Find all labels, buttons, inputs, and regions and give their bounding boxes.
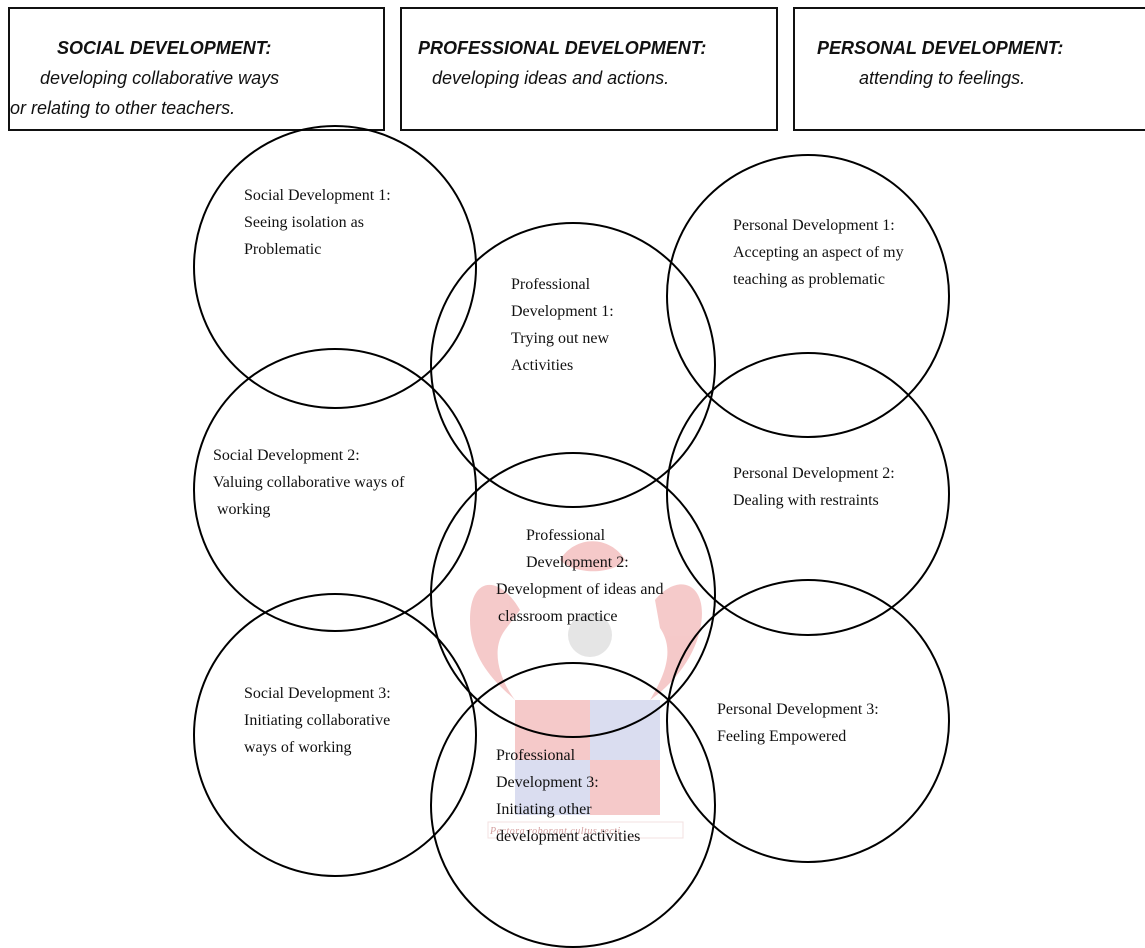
label-professional-2-line1: Professional <box>526 527 606 544</box>
circle-social-3 <box>193 593 477 877</box>
header-title-personal: PERSONAL DEVELOPMENT: <box>817 38 1064 58</box>
label-professional-3-line1: Professional <box>496 747 576 764</box>
label-professional-3-line3: Initiating other <box>496 801 592 818</box>
header-box-professional: PROFESSIONAL DEVELOPMENT: developing ide… <box>400 7 778 131</box>
label-professional-2-line4: classroom practice <box>498 608 618 625</box>
label-personal-1-line1: Personal Development 1: <box>733 217 895 234</box>
crest-top-plume <box>560 541 625 572</box>
label-social-3: Social Development 3: Initiating collabo… <box>244 680 391 761</box>
label-social-2: Social Development 2: Valuing collaborat… <box>213 442 405 523</box>
crest-motto-ribbon <box>487 821 684 839</box>
label-professional-2-line2: Development 2: <box>526 554 629 571</box>
header-desc-social-line2: or relating to other teachers. <box>10 98 236 118</box>
label-social-2-line3: working <box>217 501 271 518</box>
label-social-1: Social Development 1: Seeing isolation a… <box>244 182 391 263</box>
circle-personal-1 <box>666 154 950 438</box>
crest-helmet <box>568 613 612 657</box>
circle-professional-1 <box>430 222 716 508</box>
circle-personal-2 <box>666 352 950 636</box>
crest-shield-quarter-blue <box>590 700 660 760</box>
label-professional-1: Professional Development 1: Trying out n… <box>511 271 614 379</box>
label-professional-2-line3: Development of ideas and <box>496 581 664 598</box>
header-desc-personal: attending to feelings. <box>859 68 1026 88</box>
crest-motto-text: Pectora roborant cultus recti <box>490 826 621 837</box>
header-box-social: SOCIAL DEVELOPMENT: developing collabora… <box>8 7 385 131</box>
label-social-1-line2: Seeing isolation as <box>244 214 364 231</box>
circle-personal-3 <box>666 579 950 863</box>
label-professional-3: Professional Development 3: Initiating o… <box>496 742 640 850</box>
label-social-3-line3: ways of working <box>244 739 352 756</box>
crest-left-dragon-shape <box>470 584 520 700</box>
circle-social-1 <box>193 125 477 409</box>
header-title-social: SOCIAL DEVELOPMENT: <box>57 38 272 58</box>
label-personal-1-line2: Accepting an aspect of my <box>733 244 904 261</box>
crest-right-dragon-shape <box>650 584 702 700</box>
header-title-professional: PROFESSIONAL DEVELOPMENT: <box>418 38 707 58</box>
header-desc-social-line1: developing collaborative ways <box>40 68 280 88</box>
label-professional-1-line3: Trying out new <box>511 330 610 347</box>
label-professional-1-line4: Activities <box>511 357 574 374</box>
circle-professional-2 <box>430 452 716 738</box>
label-personal-2-line1: Personal Development 2: <box>733 465 895 482</box>
crest-shield-quarter-red-2 <box>590 760 660 815</box>
label-professional-2: Professional Development 2: Development … <box>496 522 664 630</box>
label-professional-3-line4: development activities <box>496 828 641 845</box>
label-personal-2: Personal Development 2: Dealing with res… <box>733 460 895 514</box>
label-social-3-line1: Social Development 3: <box>244 685 391 702</box>
label-personal-1: Personal Development 1: Accepting an asp… <box>733 212 904 293</box>
label-social-3-line2: Initiating collaborative <box>244 712 391 729</box>
label-personal-3-line1: Personal Development 3: <box>717 701 879 718</box>
header-desc-professional: developing ideas and actions. <box>432 68 670 88</box>
label-social-1-line3: Problematic <box>244 241 322 258</box>
circle-professional-3 <box>430 662 716 948</box>
label-professional-1-line2: Development 1: <box>511 303 614 320</box>
circles-group <box>193 125 950 948</box>
label-social-2-line2: Valuing collaborative ways of <box>213 474 405 491</box>
label-professional-3-line2: Development 3: <box>496 774 599 791</box>
label-social-2-line1: Social Development 2: <box>213 447 360 464</box>
label-professional-1-line1: Professional <box>511 276 591 293</box>
crest-shield-quarter-blue-2 <box>515 760 590 815</box>
label-social-1-line1: Social Development 1: <box>244 187 391 204</box>
header-box-personal: PERSONAL DEVELOPMENT: attending to feeli… <box>793 7 1145 131</box>
label-personal-2-line2: Dealing with restraints <box>733 492 879 509</box>
label-personal-3: Personal Development 3: Feeling Empowere… <box>717 696 879 750</box>
label-personal-1-line3: teaching as problematic <box>733 271 885 288</box>
label-personal-3-line2: Feeling Empowered <box>717 728 847 745</box>
